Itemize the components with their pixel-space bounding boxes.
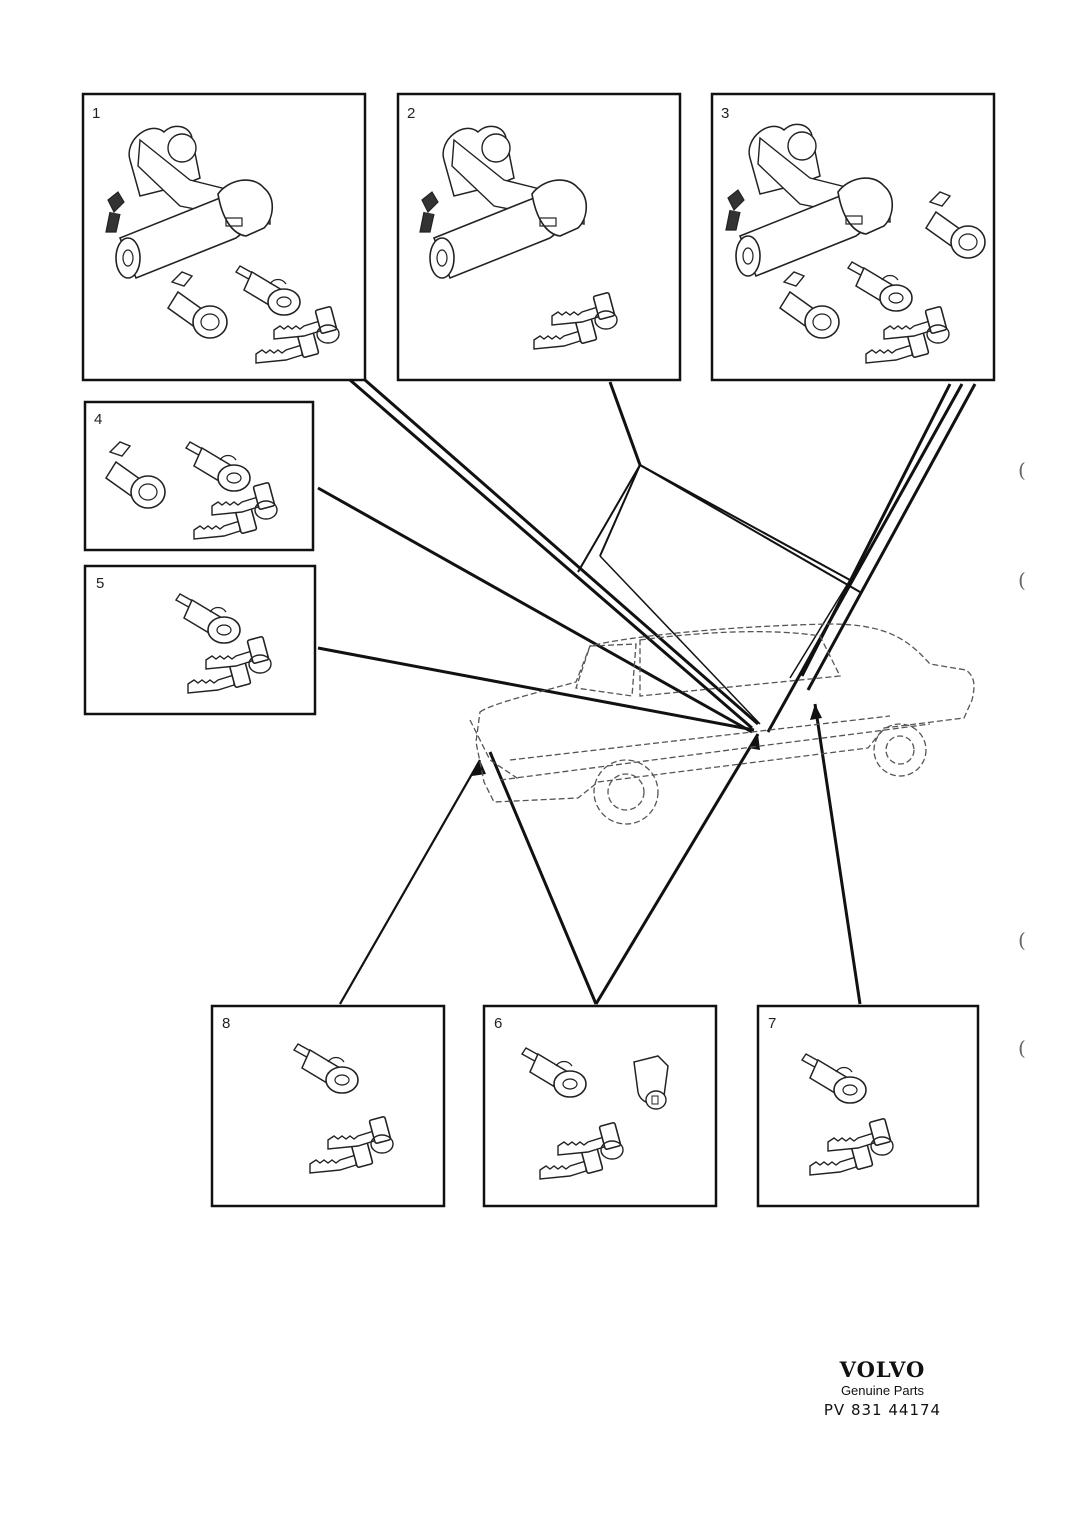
panel-number: 1	[92, 105, 100, 122]
keys-icon	[534, 292, 617, 349]
ignition-lock-icon	[419, 125, 588, 279]
keys-icon	[188, 636, 271, 693]
cylinder-lock-icon	[167, 271, 228, 339]
margin-mark: (	[1018, 1036, 1026, 1060]
door-lock-icon	[175, 593, 241, 644]
panel-number: 6	[494, 1015, 502, 1032]
cylinder-lock-icon	[105, 441, 166, 509]
cylinder-lock-icon	[925, 191, 986, 259]
cylinder-lock-icon	[779, 271, 840, 339]
panel-8[interactable]: 8	[210, 1004, 446, 1208]
brand-block: VOLVO Genuine Parts PV 831 44174	[820, 1358, 945, 1420]
door-lock-icon	[847, 261, 913, 312]
door-lock-icon	[235, 265, 301, 316]
volvo-logo: VOLVO	[839, 1357, 926, 1382]
panel-7[interactable]: 7	[756, 1004, 980, 1208]
panel-1[interactable]: 1	[81, 92, 367, 382]
panel-3[interactable]: 3	[710, 92, 996, 382]
keys-icon	[810, 1118, 893, 1175]
keys-icon	[256, 306, 339, 363]
panel-2[interactable]: 2	[396, 92, 682, 382]
margin-mark: (	[1018, 928, 1026, 952]
part-code: PV 831 44174	[823, 1401, 942, 1419]
door-lock-icon	[801, 1053, 867, 1104]
panel-number: 2	[407, 105, 415, 122]
door-lock-icon	[521, 1047, 587, 1098]
panel-number: 3	[721, 105, 729, 122]
ignition-lock-icon	[725, 123, 894, 277]
door-lock-icon	[185, 441, 251, 492]
leader-lines	[317, 378, 977, 1005]
panel-number: 7	[768, 1015, 776, 1032]
margin-mark: (	[1018, 458, 1026, 482]
panel-4[interactable]: 4	[83, 400, 315, 552]
keys-icon	[866, 306, 949, 363]
panel-5[interactable]: 5	[83, 564, 317, 716]
car-illustration	[469, 623, 975, 825]
ignition-lock-icon	[105, 125, 274, 279]
panel-number: 5	[96, 575, 104, 592]
keys-icon	[310, 1116, 393, 1173]
panel-6[interactable]: 6	[482, 1004, 718, 1208]
panel-number: 8	[222, 1015, 230, 1032]
door-lock-icon	[293, 1043, 359, 1094]
brand-subtitle: Genuine Parts	[840, 1383, 925, 1398]
margin-mark: (	[1018, 568, 1026, 592]
boot-lock-icon	[633, 1055, 669, 1110]
panel-number: 4	[94, 411, 102, 428]
keys-icon	[540, 1122, 623, 1179]
